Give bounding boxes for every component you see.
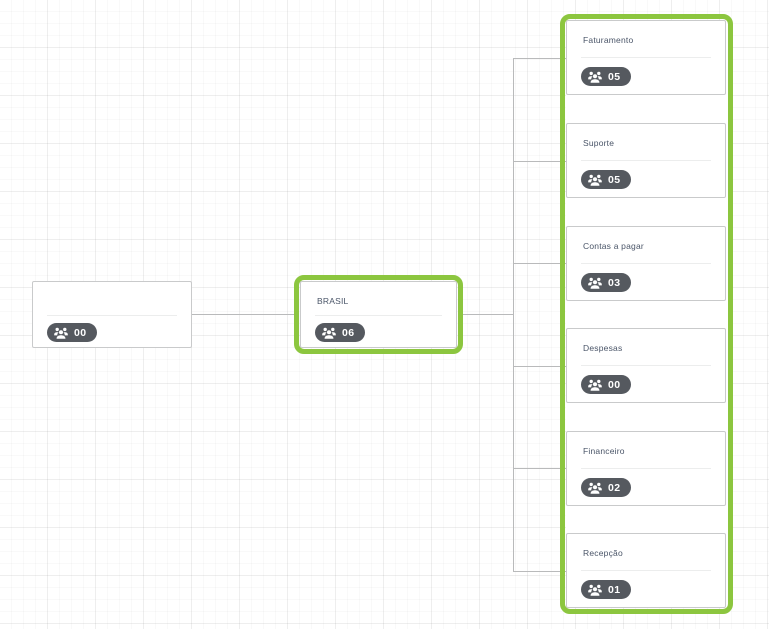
node-recepcao[interactable]: Recepção 01 [566,533,726,608]
node-suporte-member-count: 05 [608,173,621,186]
node-suporte-member-badge[interactable]: 05 [581,170,632,189]
node-financeiro-divider [581,468,711,469]
node-despesas-divider [581,365,711,366]
node-faturamento-divider [581,57,711,58]
node-root-member-badge[interactable]: 00 [47,323,98,342]
node-suporte[interactable]: Suporte 05 [566,123,726,198]
connector-trunk-vertical [513,58,514,572]
node-contas-a-pagar-member-count: 03 [608,276,621,289]
connector-branch-4 [513,366,566,367]
connector-brasil-to-trunk [463,314,514,315]
node-faturamento-title: Faturamento [583,35,634,45]
node-brasil-member-count: 06 [342,326,355,339]
node-faturamento[interactable]: Faturamento 05 [566,20,726,95]
users-group-icon [322,327,336,339]
node-root[interactable]: 00 [32,281,192,348]
connector-branch-1 [513,58,566,59]
users-group-icon [588,174,602,186]
connector-branch-6 [513,571,566,572]
node-despesas-title: Despesas [583,343,623,353]
node-financeiro-title: Financeiro [583,446,625,456]
node-contas-a-pagar-title: Contas a pagar [583,241,644,251]
node-suporte-divider [581,160,711,161]
connector-branch-2 [513,161,566,162]
users-group-icon [588,71,602,83]
node-recepcao-member-count: 01 [608,583,621,596]
node-financeiro[interactable]: Financeiro 02 [566,431,726,506]
users-group-icon [588,379,602,391]
users-group-icon [588,277,602,289]
node-suporte-title: Suporte [583,138,615,148]
node-brasil-member-badge[interactable]: 06 [315,323,366,342]
connector-root-to-brasil [192,314,294,315]
node-despesas-member-count: 00 [608,378,621,391]
users-group-icon [588,482,602,494]
node-recepcao-title: Recepção [583,548,623,558]
node-faturamento-member-badge[interactable]: 05 [581,67,632,86]
connector-branch-5 [513,468,566,469]
node-root-divider [47,315,177,316]
children-group-background [566,20,728,608]
node-financeiro-member-badge[interactable]: 02 [581,478,632,497]
node-contas-a-pagar[interactable]: Contas a pagar 03 [566,226,726,301]
node-faturamento-member-count: 05 [608,70,621,83]
node-recepcao-divider [581,570,711,571]
connector-branch-3 [513,263,566,264]
node-brasil[interactable]: BRASIL 06 [300,281,457,348]
node-despesas-member-badge[interactable]: 00 [581,375,632,394]
users-group-icon [54,327,68,339]
node-financeiro-member-count: 02 [608,481,621,494]
node-brasil-title: BRASIL [317,296,349,306]
node-root-member-count: 00 [74,326,87,339]
node-contas-a-pagar-divider [581,263,711,264]
node-despesas[interactable]: Despesas 00 [566,328,726,403]
node-recepcao-member-badge[interactable]: 01 [581,580,632,599]
node-brasil-divider [315,315,442,316]
users-group-icon [588,584,602,596]
node-contas-a-pagar-member-badge[interactable]: 03 [581,273,632,292]
